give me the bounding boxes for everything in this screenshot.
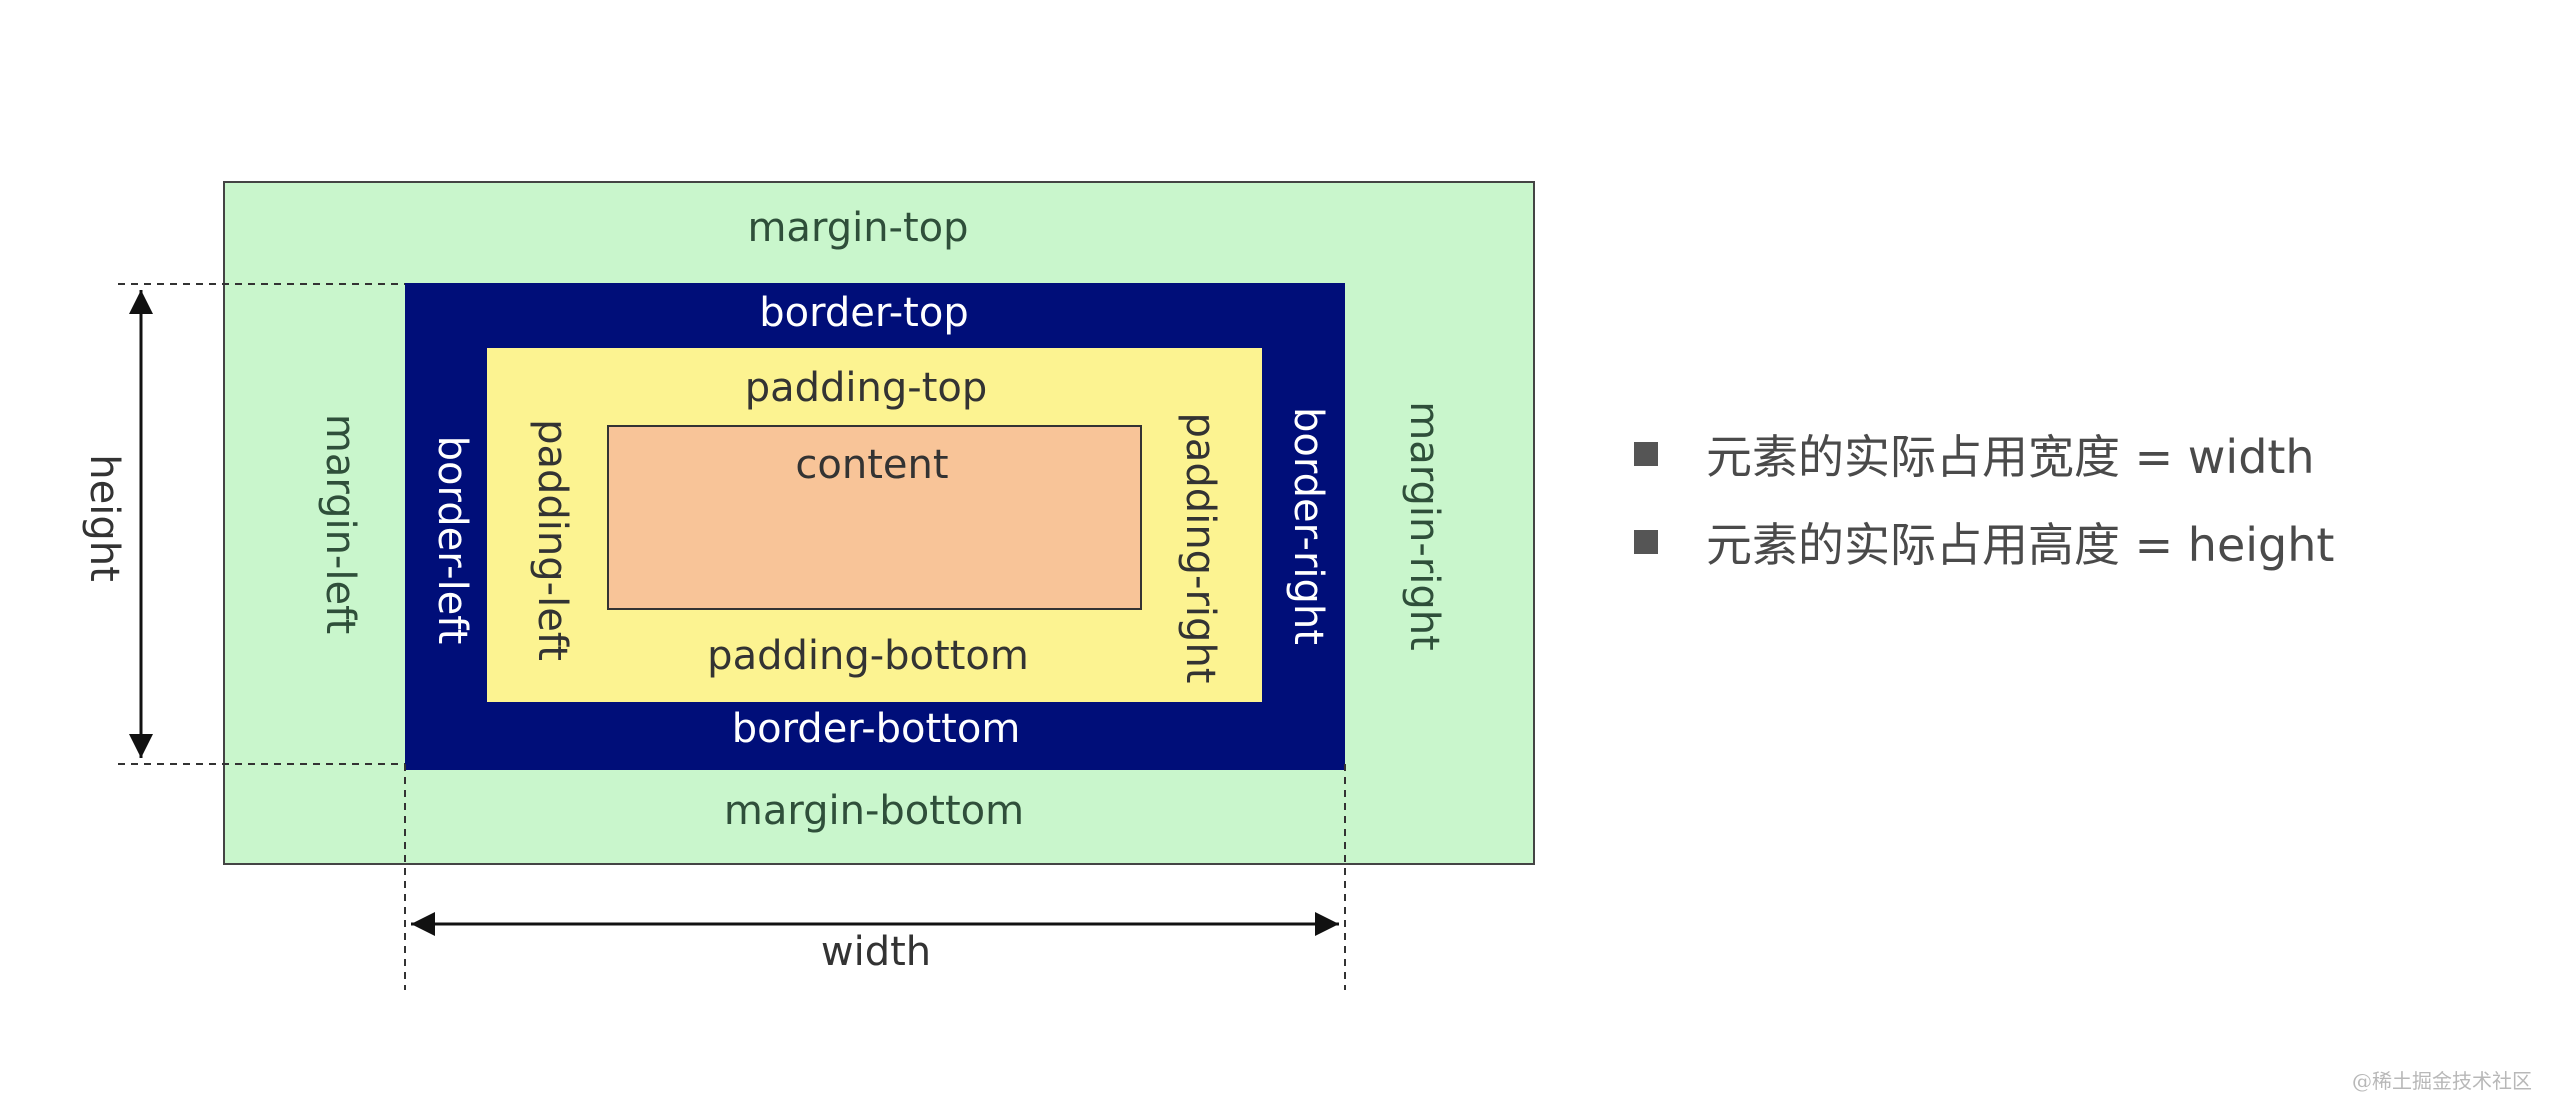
height-label: height [81, 454, 127, 582]
bullet-text-height: 元素的实际占用高度 = height [1706, 518, 2335, 572]
border-left-label: border-left [429, 435, 475, 645]
margin-right-label: margin-right [1401, 401, 1447, 651]
padding-left-label: padding-left [529, 419, 575, 661]
margin-bottom-label: margin-bottom [723, 788, 1025, 834]
bullet-item-height: 元素的实际占用高度 = height [1634, 498, 2334, 586]
square-bullet-icon [1634, 442, 1658, 466]
watermark: @稀土掘金技术社区 [2352, 1069, 2532, 1093]
bullet-list: 元素的实际占用宽度 = width 元素的实际占用高度 = height [1634, 410, 2334, 586]
content-area [607, 425, 1142, 610]
content-label: content [795, 442, 949, 488]
guide-lines [118, 283, 1346, 990]
border-right-label: border-right [1285, 407, 1331, 645]
border-bottom-label: border-bottom [731, 706, 1021, 752]
padding-top-label: padding-top [744, 365, 988, 411]
bullet-item-width: 元素的实际占用宽度 = width [1634, 410, 2334, 498]
padding-bottom-label: padding-bottom [707, 633, 1029, 679]
padding-right-label: padding-right [1177, 412, 1223, 684]
bullet-text-width: 元素的实际占用宽度 = width [1706, 430, 2315, 484]
width-label: width [820, 929, 932, 975]
square-bullet-icon [1634, 530, 1658, 554]
margin-top-label: margin-top [747, 205, 969, 251]
margin-left-label: margin-left [317, 413, 363, 635]
border-top-label: border-top [759, 290, 969, 336]
